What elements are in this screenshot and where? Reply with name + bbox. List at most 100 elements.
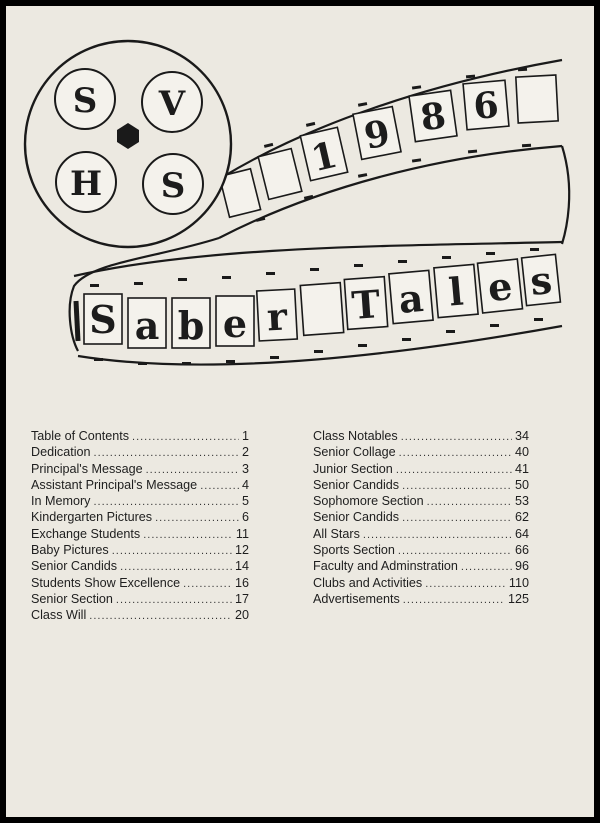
dot-leader bbox=[200, 479, 239, 494]
toc-entry-page-number: 17 bbox=[234, 591, 249, 606]
toc-entry: Principal's Message 3 bbox=[31, 462, 249, 478]
toc-entry-page-number: 66 bbox=[514, 543, 529, 558]
title-letter: s bbox=[528, 257, 554, 304]
dot-leader bbox=[146, 463, 239, 478]
year-digit: 6 bbox=[472, 84, 501, 128]
toc-entry-title: Principal's Message bbox=[31, 461, 143, 476]
toc-entry-page-number: 6 bbox=[241, 510, 249, 525]
dot-leader bbox=[89, 609, 232, 624]
toc-entry-page-number: 1 bbox=[241, 429, 249, 443]
toc-entry-page-number: 2 bbox=[241, 445, 249, 460]
toc-entry: Senior Candids 50 bbox=[313, 478, 529, 494]
reel-letter: V bbox=[158, 84, 186, 124]
toc-entry-page-number: 12 bbox=[234, 543, 249, 558]
toc-entry-page-number: 62 bbox=[514, 510, 529, 525]
reel-hole bbox=[54, 68, 116, 130]
dot-leader bbox=[132, 430, 239, 445]
toc-entry-title: Senior Candids bbox=[313, 510, 400, 525]
dot-leader bbox=[398, 544, 512, 559]
dot-leader bbox=[155, 511, 239, 526]
toc-entry-title: All Stars bbox=[313, 526, 360, 541]
dot-leader bbox=[396, 463, 512, 478]
toc-entry: Advertisements 125 bbox=[313, 592, 529, 608]
dot-leader bbox=[93, 495, 239, 510]
toc-entry: Clubs and Activities110 bbox=[313, 576, 529, 592]
toc-entry: Assistant Principal's Message 4 bbox=[31, 478, 249, 494]
dot-leader bbox=[403, 593, 505, 608]
toc-entry: Baby Pictures 12 bbox=[31, 543, 249, 559]
toc-entry-title: Students Show Excellence bbox=[31, 575, 181, 590]
title-letter: T bbox=[350, 281, 381, 328]
toc-entry-title: Faculty and Adminstration bbox=[313, 559, 458, 574]
reel-letter: H bbox=[70, 164, 102, 204]
toc-entry: In Memory5 bbox=[31, 494, 249, 510]
toc-entry: Junior Section41 bbox=[313, 462, 529, 478]
toc-entry-page-number: 3 bbox=[241, 461, 249, 476]
toc-entry-title: Baby Pictures bbox=[31, 543, 109, 558]
toc-entry-page-number: 125 bbox=[507, 591, 529, 606]
reel-hole bbox=[141, 71, 203, 133]
toc-entry: Exchange Students11 bbox=[31, 527, 249, 543]
toc-entry-page-number: 34 bbox=[514, 429, 529, 443]
dot-leader bbox=[425, 577, 506, 592]
dot-leader bbox=[183, 577, 232, 592]
toc-entry: Sports Section 66 bbox=[313, 543, 529, 559]
year-digit: 8 bbox=[418, 94, 449, 139]
toc-entry-page-number: 41 bbox=[514, 461, 529, 476]
toc-entry-title: Senior Candids bbox=[31, 559, 118, 574]
dot-leader bbox=[427, 495, 512, 510]
dot-leader bbox=[461, 560, 512, 575]
toc-entry-page-number: 11 bbox=[235, 526, 249, 541]
toc-entry: All Stars 64 bbox=[313, 527, 529, 543]
dot-leader bbox=[402, 511, 512, 526]
dot-leader bbox=[116, 593, 232, 608]
reel-hole bbox=[55, 151, 117, 213]
toc-entry: Senior Section 17 bbox=[31, 592, 249, 608]
toc-entry: Senior Candids 62 bbox=[313, 510, 529, 526]
toc-entry-title: Senior Section bbox=[31, 591, 113, 606]
toc-entry-page-number: 14 bbox=[234, 559, 249, 574]
toc-entry-page-number: 16 bbox=[234, 575, 249, 590]
toc-entry-page-number: 64 bbox=[514, 526, 529, 541]
toc-entry-title: Senior Candids bbox=[313, 477, 400, 492]
toc-entry: Class Will 20 bbox=[31, 608, 249, 624]
toc-entry-title: In Memory bbox=[31, 494, 91, 509]
title-letter: e bbox=[223, 301, 247, 346]
toc-entry-page-number: 20 bbox=[234, 608, 249, 623]
dot-leader bbox=[402, 479, 512, 494]
dot-leader bbox=[399, 446, 512, 461]
toc-entry-page-number: 4 bbox=[241, 477, 249, 492]
toc-entry-title: Clubs and Activities bbox=[313, 575, 423, 590]
title-letter: l bbox=[447, 268, 465, 314]
toc-entry-page-number: 50 bbox=[514, 477, 529, 492]
title-letter: a bbox=[135, 303, 160, 348]
toc-entry-title: Kindergarten Pictures bbox=[31, 510, 153, 525]
toc-entry: Senior Candids 14 bbox=[31, 559, 249, 575]
reel-letter: S bbox=[73, 81, 98, 121]
reel-letter: S bbox=[161, 166, 186, 206]
reel-hub-icon bbox=[117, 123, 139, 149]
toc-entry-title: Class Notables bbox=[313, 429, 398, 443]
toc-entry-title: Class Will bbox=[31, 608, 87, 623]
toc-entry-title: Assistant Principal's Message bbox=[31, 477, 198, 492]
toc-entry-title: Dedication bbox=[31, 445, 91, 460]
dot-leader bbox=[363, 528, 512, 543]
toc-entry-title: Sophomore Section bbox=[313, 494, 424, 509]
toc-entry-title: Advertisements bbox=[313, 591, 400, 606]
film-reel-logo-illustration: S V H S 1 9 8 6 S a b e r T a l e s bbox=[23, 39, 571, 366]
dot-leader bbox=[401, 430, 512, 445]
title-letter: S bbox=[89, 297, 116, 342]
toc-entry-title: Sports Section bbox=[313, 543, 395, 558]
title-letter: r bbox=[266, 293, 289, 339]
toc-entry: Faculty and Adminstration96 bbox=[313, 559, 529, 575]
title-letter: a bbox=[397, 275, 425, 322]
dot-leader bbox=[120, 560, 232, 575]
toc-entry: Dedication 2 bbox=[31, 445, 249, 461]
toc-entry: Class Notables 34 bbox=[313, 429, 529, 445]
toc-entry: Senior Collage40 bbox=[313, 445, 529, 461]
toc-entry-title: Table of Contents bbox=[31, 429, 130, 443]
reel-hole bbox=[142, 153, 204, 215]
toc-entry-title: Senior Collage bbox=[313, 445, 396, 460]
